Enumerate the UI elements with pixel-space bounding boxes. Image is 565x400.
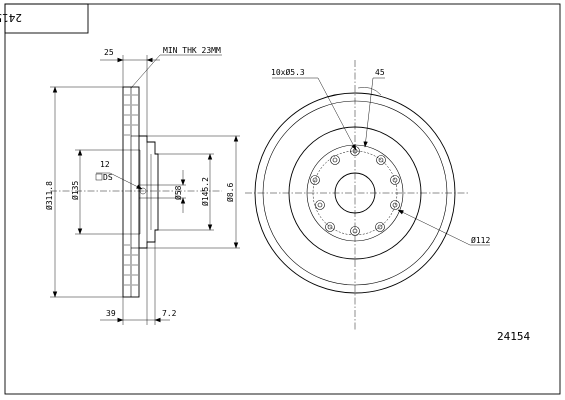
drawing-frame bbox=[4, 3, 561, 395]
dim-min-thickness: MIN THK 23MM bbox=[163, 46, 221, 55]
dim-wheel-pcd: Ø112 bbox=[471, 235, 490, 245]
title-block: 24154 bbox=[0, 3, 89, 34]
dim-disc-thickness: 7.2 bbox=[162, 309, 177, 318]
front-view bbox=[245, 60, 470, 330]
dim-total-height: 39 bbox=[106, 309, 116, 318]
dim-bolt-hole-thread-code: DS bbox=[103, 173, 113, 182]
dim-outer-diameter: Ø311.8 bbox=[44, 181, 54, 210]
side-section-view bbox=[50, 86, 222, 298]
part-number: 24154 bbox=[497, 330, 530, 343]
dim-hole-angle: 45 bbox=[375, 68, 385, 77]
dim-locating-diameter: Ø8.6 bbox=[225, 183, 235, 202]
front-view-dimensions: 10xØ5.3 45 Ø112 bbox=[271, 67, 490, 246]
dim-holes: 10xØ5.3 bbox=[271, 67, 305, 77]
dim-bolt-hole-thread: 12 bbox=[100, 160, 110, 169]
title-block-number: 24154 bbox=[0, 11, 22, 24]
center-bore-hole bbox=[334, 172, 376, 214]
dim-hat-diameter: Ø135 bbox=[70, 181, 80, 200]
dim-center-bore: Ø58 bbox=[173, 185, 183, 200]
outer-disc-edge bbox=[254, 92, 456, 294]
dim-hub-depth: 25 bbox=[104, 48, 114, 57]
dim-bolt-circle: Ø145.2 bbox=[200, 177, 210, 206]
side-view-dimensions: 25 MIN THK 23MM Ø311.8 Ø135 12 DS Ø58 Ø1… bbox=[44, 46, 240, 325]
